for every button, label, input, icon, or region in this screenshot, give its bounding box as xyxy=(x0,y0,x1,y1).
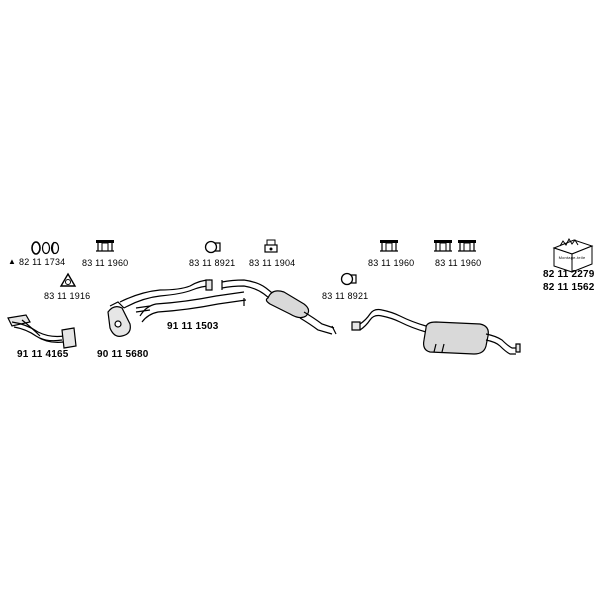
part-number-label: 82 11 1562 xyxy=(543,282,595,293)
warning-triangle-icon: ▲ xyxy=(8,257,16,266)
triangle-gasket-icon xyxy=(59,272,77,287)
clamp-icon xyxy=(340,272,357,286)
bracket-icon xyxy=(380,240,398,252)
front-silencer-part xyxy=(221,279,337,335)
part-number-label: 83 11 8921 xyxy=(322,291,369,301)
ring-gasket-icon xyxy=(31,241,60,255)
part-number-label: 91 11 4165 xyxy=(17,349,69,360)
part-number-label: 83 11 1960 xyxy=(435,258,482,268)
front-pipe-part xyxy=(7,314,77,349)
part-number-label: 91 11 1503 xyxy=(167,321,219,332)
part-number-label: 83 11 1960 xyxy=(82,258,129,268)
part-number-label: 83 11 1916 xyxy=(44,291,91,301)
bracket-icon xyxy=(96,240,114,252)
rubber-hanger-icon xyxy=(264,239,278,253)
part-number-label: 83 11 8921 xyxy=(189,258,236,268)
part-number-label: 83 11 1904 xyxy=(249,258,296,268)
rear-silencer-part xyxy=(351,308,521,355)
part-number-label: 82 11 2279 xyxy=(543,269,595,280)
mid-pipe-part xyxy=(135,291,247,323)
part-number-label: 83 11 1960 xyxy=(368,258,415,268)
catalyst-part xyxy=(107,279,213,337)
part-number-label: 90 11 5680 xyxy=(97,349,149,360)
part-number-label: 82 11 1734 xyxy=(19,257,66,267)
clamp-icon xyxy=(204,240,221,254)
mounting-kit-box-icon xyxy=(552,237,594,273)
bracket-icon xyxy=(434,240,476,252)
kit-box-text: Montage-teile xyxy=(558,255,586,260)
